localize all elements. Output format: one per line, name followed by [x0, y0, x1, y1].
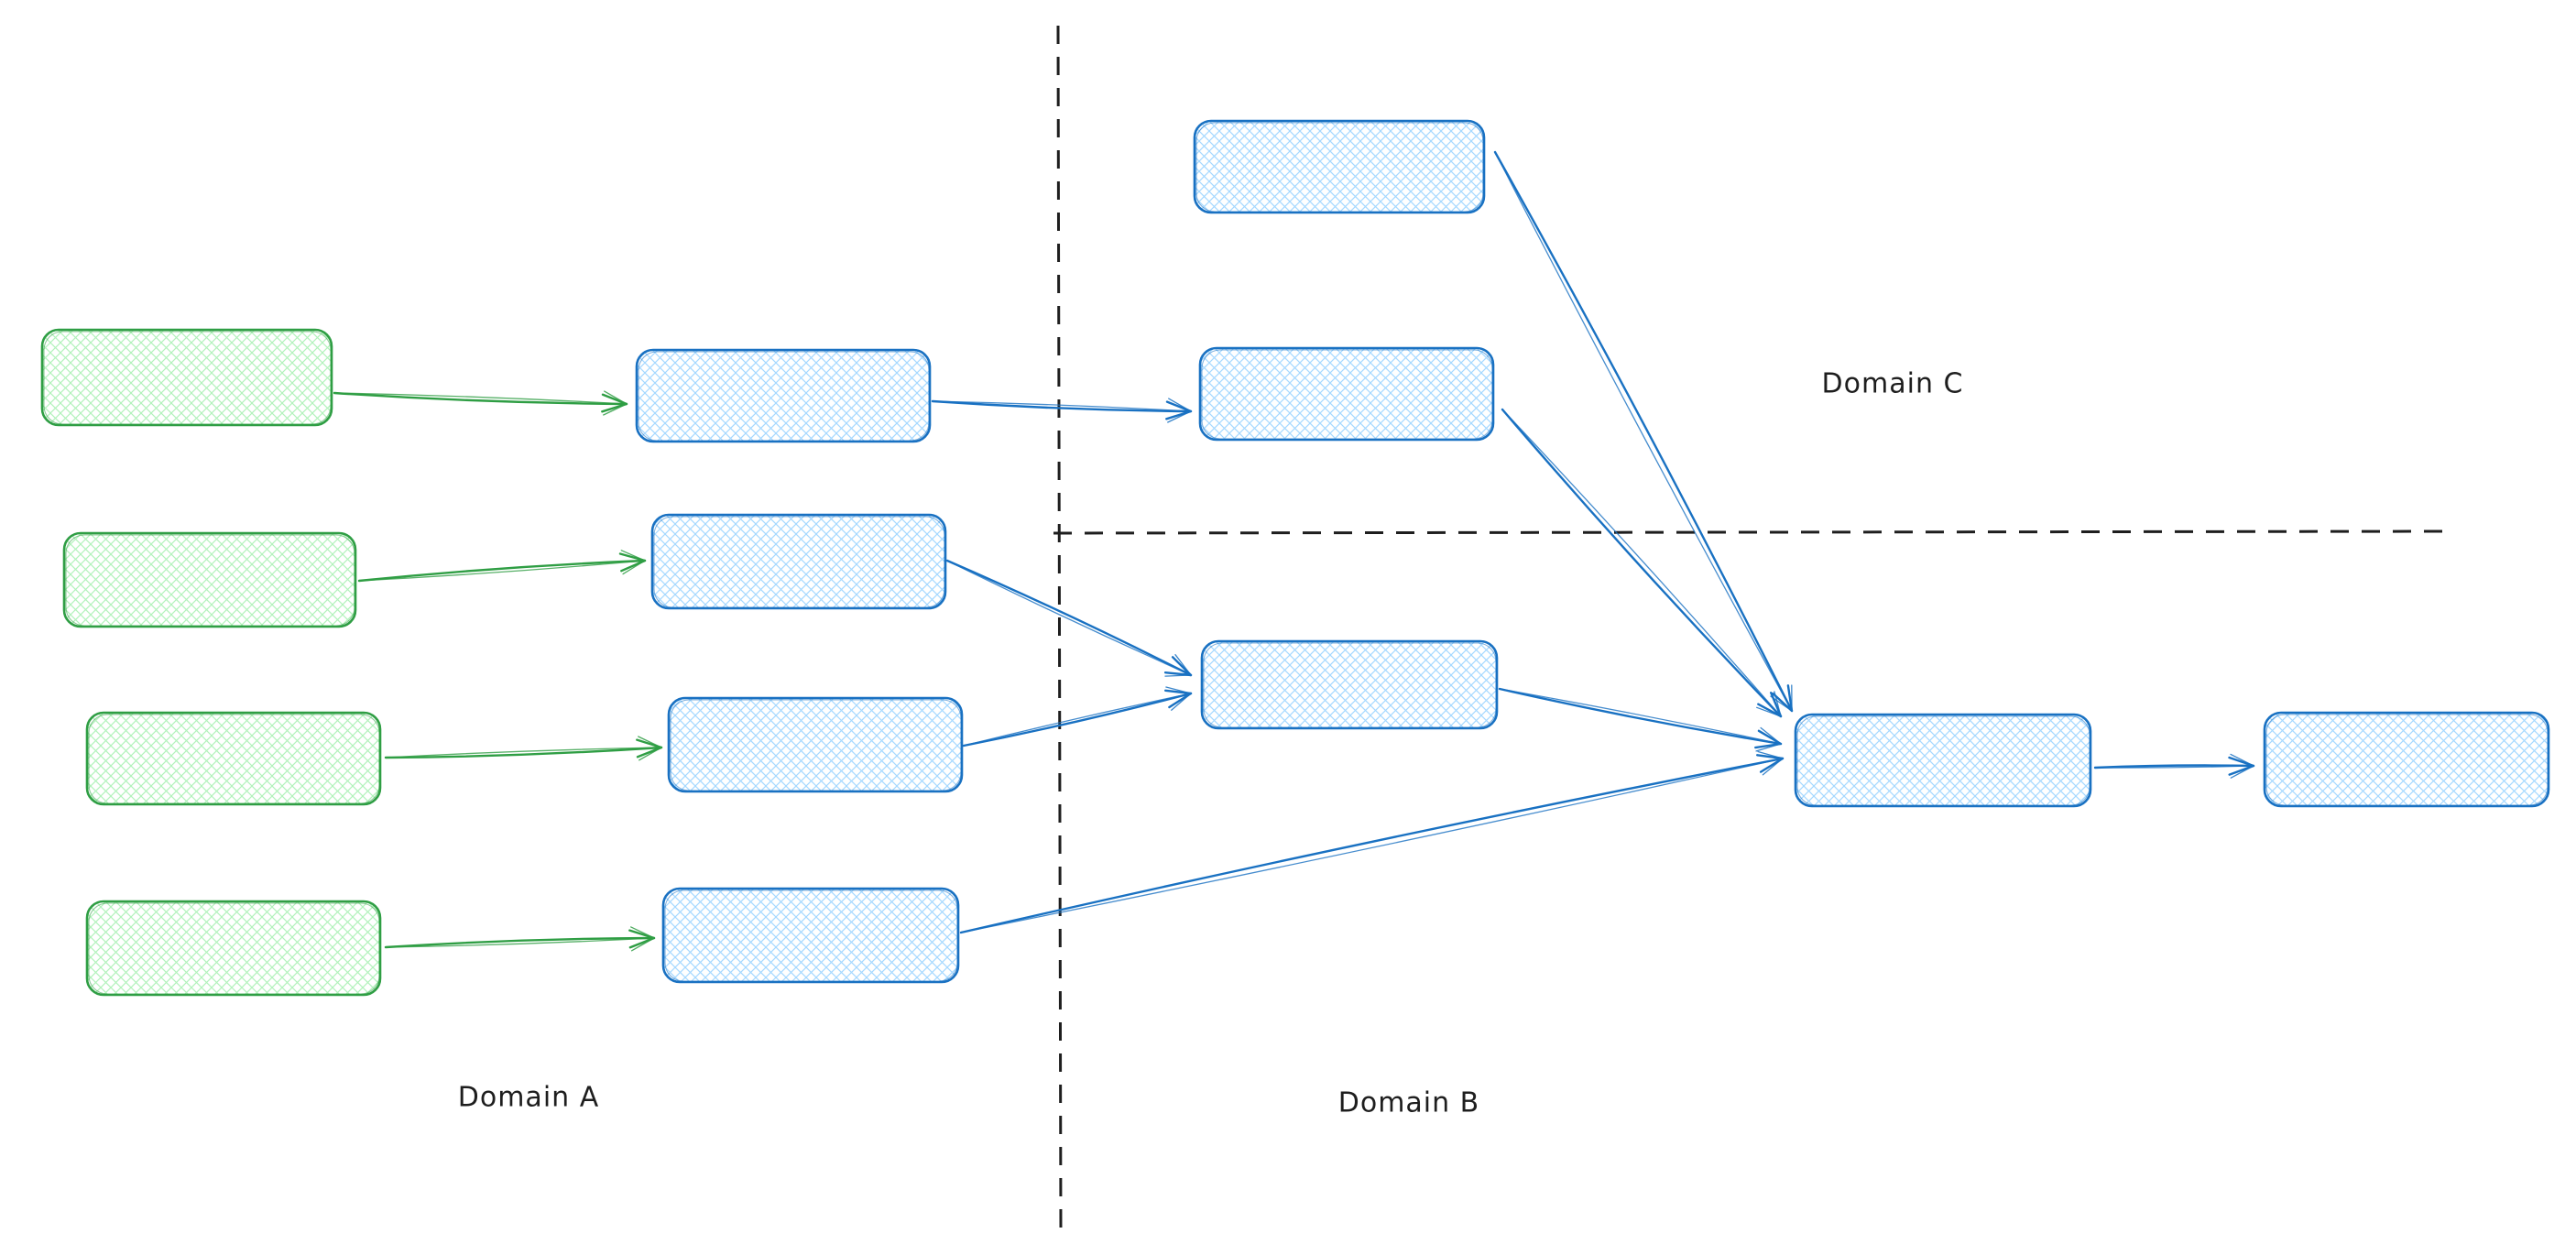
domain-b-merge-node[interactable] [1794, 713, 2092, 808]
domain-dividers-layer [1053, 25, 2447, 1235]
arrow-a-node-3-to-b-node-1 [962, 686, 1193, 748]
arrow-a-input-2-to-node-2 [357, 550, 647, 583]
domain-a-input-4[interactable] [85, 900, 382, 997]
domain-a-input-3[interactable] [85, 711, 382, 806]
arrow-a-input-1-to-node-1 [333, 390, 628, 416]
domain-a-node-3[interactable] [667, 696, 964, 793]
domain-c-node-2[interactable] [1198, 346, 1495, 442]
arrow-a-node-2-to-b-node-1 [945, 559, 1193, 677]
arrow-c-node-1-to-merge [1493, 150, 1794, 713]
domain-a-node-2[interactable] [650, 513, 947, 610]
arrow-c-node-2-to-merge [1501, 408, 1783, 718]
boxes-layer [40, 119, 2550, 997]
divider-horizontal-b-c [1053, 529, 2447, 535]
domain-c-node-1[interactable] [1193, 119, 1486, 214]
divider-vertical-a-b [1056, 25, 1063, 1235]
domain-c-label: Domain C [1822, 368, 1964, 400]
arrow-a-input-4-to-node-4 [384, 926, 656, 952]
domain-b-output-node[interactable] [2263, 711, 2550, 808]
arrows-layer [333, 150, 2255, 952]
arrow-a-input-3-to-node-3 [384, 736, 663, 761]
arrow-merge-to-output [2093, 753, 2255, 779]
domain-a-input-2[interactable] [62, 531, 357, 628]
domain-a-node-4[interactable] [661, 887, 960, 984]
domain-b-node-1[interactable] [1200, 639, 1499, 730]
domain-b-label: Domain B [1338, 1087, 1480, 1119]
arrow-b-node-1-to-merge [1498, 687, 1783, 752]
domain-a-node-1[interactable] [635, 348, 932, 443]
domain-a-input-1[interactable] [40, 328, 333, 427]
arrow-a-node-1-to-c-node-2 [931, 398, 1193, 423]
arrow-a-node-4-to-merge [959, 750, 1785, 934]
domain-a-label: Domain A [458, 1082, 599, 1114]
labels-layer: Domain A Domain B Domain C [458, 368, 1964, 1119]
